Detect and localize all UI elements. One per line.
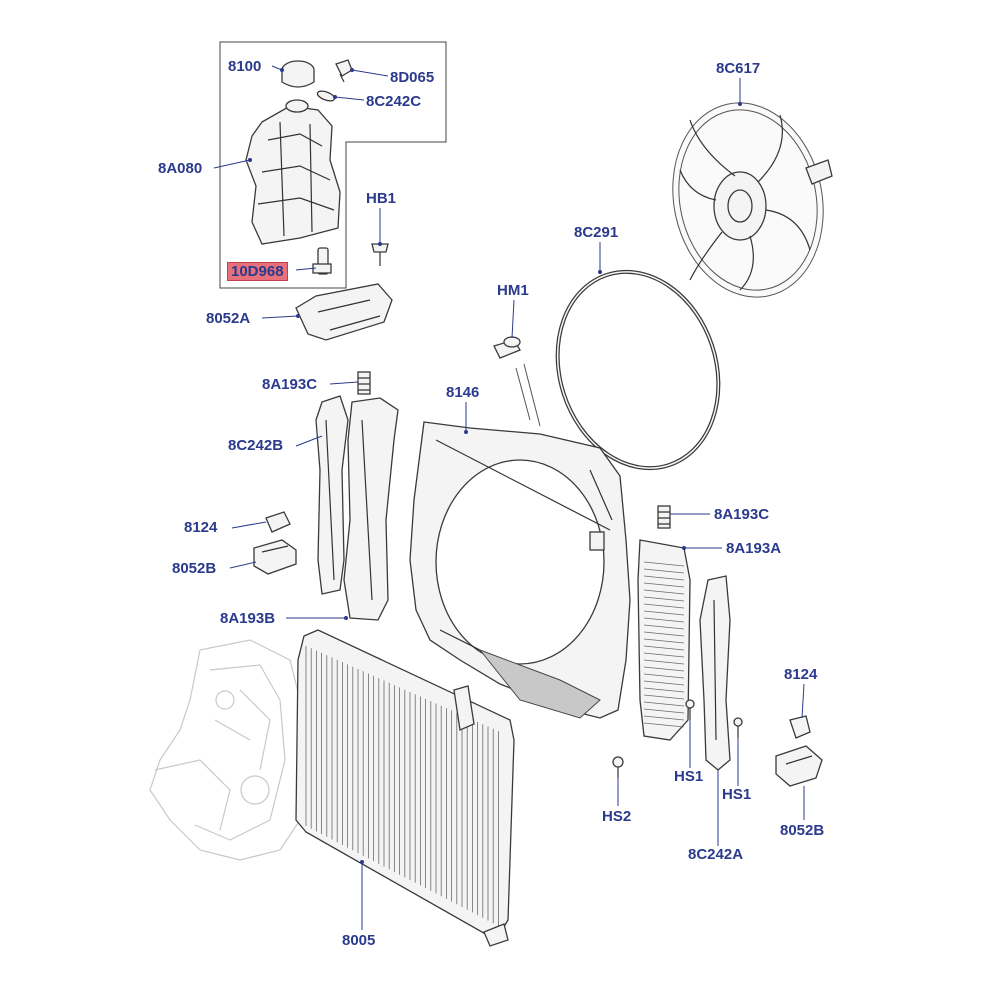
panel-rib — [643, 659, 685, 665]
pin-hm1 — [493, 336, 541, 427]
bolt-hb1 — [371, 243, 389, 266]
reservoir-cap — [281, 60, 315, 88]
callout-8146: 8146 — [446, 384, 480, 401]
callout-8a080: 8A080 — [158, 160, 203, 177]
callout-hb1: HB1 — [366, 190, 397, 207]
callout-8a193b: 8A193B — [220, 610, 276, 627]
side-rail-8c242a — [699, 575, 731, 771]
panel-rib — [643, 638, 685, 644]
reservoir-group-frame — [219, 41, 447, 289]
callout-8d065: 8D065 — [390, 69, 435, 86]
side-panel-8a193a — [637, 539, 691, 741]
panel-rib — [643, 568, 685, 574]
cooling-fan — [672, 102, 833, 298]
callout-8a193a: 8A193A — [726, 540, 782, 557]
callout-8124-right: 8124 — [784, 666, 818, 683]
panel-rib — [643, 624, 685, 630]
side-rail-8c242b — [315, 395, 399, 621]
panel-rib — [643, 652, 685, 658]
bracket-8052b-right — [775, 745, 823, 787]
panel-rib — [643, 708, 685, 714]
callout-8a193c-top: 8A193C — [262, 376, 318, 393]
panel-rib — [643, 575, 685, 581]
panel-rib — [643, 715, 685, 721]
panel-rib — [643, 687, 685, 693]
panel-rib — [643, 680, 685, 686]
panel-rib — [643, 589, 685, 595]
panel-rib — [643, 582, 685, 588]
panel-rib — [643, 603, 685, 609]
bracket-8052a — [295, 283, 393, 341]
panel-rib — [643, 645, 685, 651]
callout-8124-left: 8124 — [184, 519, 218, 536]
panel-rib — [643, 631, 685, 637]
callout-8a193c-right: 8A193C — [714, 506, 770, 523]
panel-rib — [643, 673, 685, 679]
callout-hs2: HS2 — [602, 808, 632, 825]
engine-outline — [149, 639, 311, 861]
callout-hm1: HM1 — [497, 282, 529, 299]
leader-lines — [213, 65, 805, 930]
callout-8100: 8100 — [228, 58, 262, 75]
panel-rib — [643, 701, 685, 707]
callout-8052b-right: 8052B — [780, 822, 825, 839]
level-sensor — [312, 247, 332, 275]
fan-shroud — [409, 421, 631, 719]
clip-8124-left — [265, 511, 291, 533]
callout-hs1-b: HS1 — [722, 786, 752, 803]
panel-rib — [643, 610, 685, 616]
o-ring — [316, 90, 336, 102]
expansion-tank — [245, 99, 341, 245]
bleed-screw — [335, 59, 353, 83]
panel-rib — [643, 596, 685, 602]
callout-8005: 8005 — [342, 932, 376, 949]
callout-8c617: 8C617 — [716, 60, 761, 77]
shroud-seal — [555, 269, 721, 471]
bracket-8052b-left — [253, 539, 297, 575]
panel-rib — [643, 561, 685, 567]
clip-8a193c-top — [357, 371, 371, 395]
callout-hs1-a: HS1 — [674, 768, 704, 785]
radiator — [295, 629, 515, 947]
fastener-hs1-b — [733, 717, 743, 738]
clip-8a193c-right — [657, 505, 671, 529]
callout-8c242b: 8C242B — [228, 437, 284, 454]
callout-8052b-left: 8052B — [172, 560, 217, 577]
panel-rib — [643, 617, 685, 623]
fastener-hs1-a — [685, 699, 695, 720]
clip-8124-right — [789, 715, 811, 739]
callout-8052a: 8052A — [206, 310, 251, 327]
callout-8c242a: 8C242A — [688, 846, 744, 863]
callout-8c291: 8C291 — [574, 224, 619, 241]
panel-rib — [643, 666, 685, 672]
callout-8c242c: 8C242C — [366, 93, 422, 110]
panel-rib — [643, 722, 685, 728]
panel-rib — [643, 694, 685, 700]
callout-10d968: 10D968 — [227, 262, 288, 281]
fastener-hs2 — [612, 756, 624, 778]
